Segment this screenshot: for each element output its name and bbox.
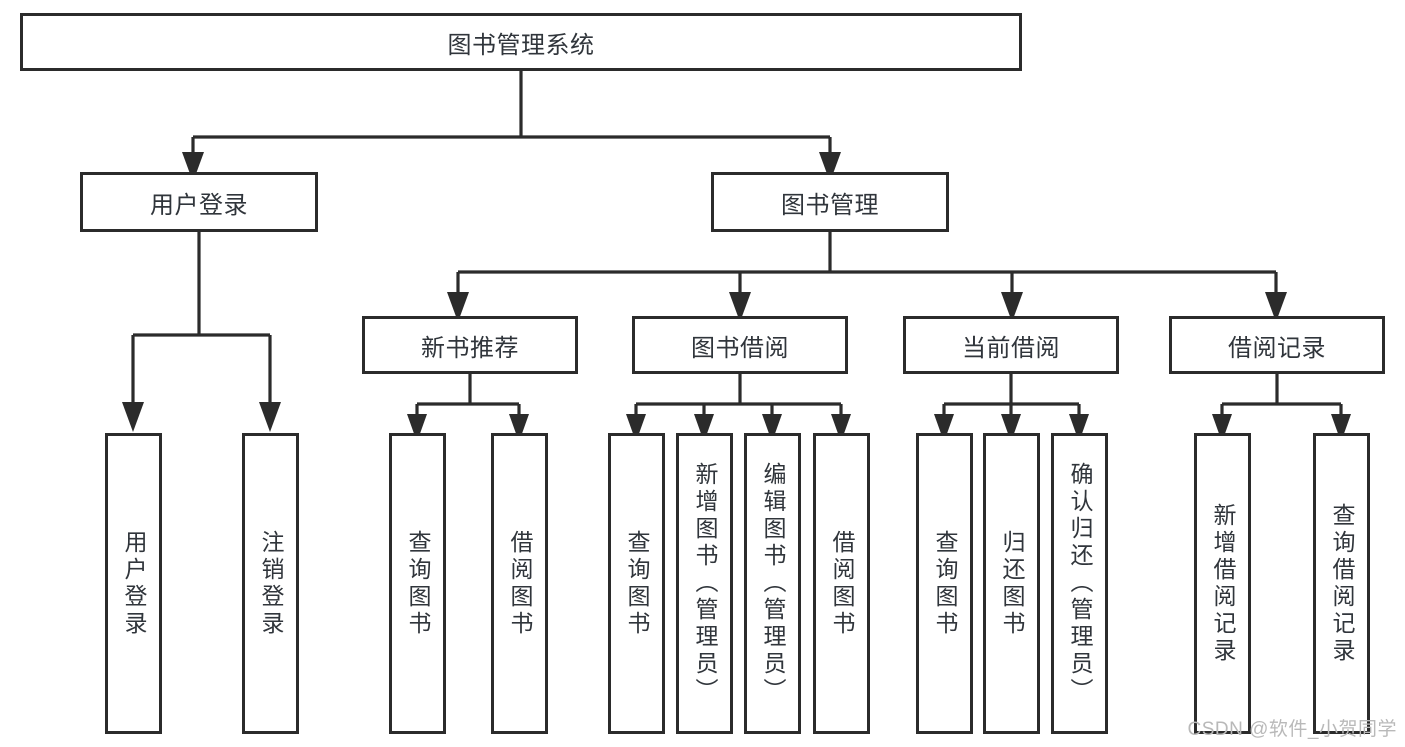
node-root-label: 图书管理系统 bbox=[447, 31, 595, 59]
node-user-login[interactable]: 用户登录 bbox=[80, 172, 318, 232]
node-leaf-query-record[interactable]: 查询借阅记录 bbox=[1313, 433, 1370, 734]
node-leaf-add-record[interactable]: 新增借阅记录 bbox=[1194, 433, 1251, 734]
node-book-manage-label: 图书管理 bbox=[781, 191, 879, 219]
node-book-manage[interactable]: 图书管理 bbox=[711, 172, 949, 232]
node-current-borrow-label: 当前借阅 bbox=[962, 334, 1060, 362]
node-root[interactable]: 图书管理系统 bbox=[20, 13, 1022, 71]
node-borrow-record-label: 借阅记录 bbox=[1228, 334, 1326, 362]
node-user-login-label: 用户登录 bbox=[150, 191, 248, 219]
node-new-book-recommend-label: 新书推荐 bbox=[421, 334, 519, 362]
node-leaf-user-logout-label: 注销登录 bbox=[258, 529, 284, 638]
node-book-borrow-label: 图书借阅 bbox=[691, 334, 789, 362]
node-leaf-query-book-3-label: 查询图书 bbox=[932, 529, 958, 638]
node-leaf-query-book-1[interactable]: 查询图书 bbox=[389, 433, 446, 734]
node-leaf-borrow-book-2[interactable]: 借阅图书 bbox=[813, 433, 870, 734]
node-leaf-return-book[interactable]: 归还图书 bbox=[983, 433, 1040, 734]
node-new-book-recommend[interactable]: 新书推荐 bbox=[362, 316, 578, 374]
node-leaf-user-login[interactable]: 用户登录 bbox=[105, 433, 162, 734]
node-leaf-user-logout[interactable]: 注销登录 bbox=[242, 433, 299, 734]
node-leaf-query-book-2-label: 查询图书 bbox=[624, 529, 650, 638]
node-leaf-borrow-book-2-label: 借阅图书 bbox=[829, 529, 855, 638]
node-leaf-query-book-2[interactable]: 查询图书 bbox=[608, 433, 665, 734]
node-leaf-confirm-return[interactable]: 确认归还（管理员） bbox=[1051, 433, 1108, 734]
node-leaf-return-book-label: 归还图书 bbox=[999, 529, 1025, 638]
node-leaf-user-login-label: 用户登录 bbox=[121, 529, 147, 638]
node-leaf-query-book-1-label: 查询图书 bbox=[405, 529, 431, 638]
node-current-borrow[interactable]: 当前借阅 bbox=[903, 316, 1119, 374]
node-leaf-query-book-3[interactable]: 查询图书 bbox=[916, 433, 973, 734]
node-leaf-edit-book[interactable]: 编辑图书（管理员） bbox=[744, 433, 801, 734]
node-leaf-edit-book-label: 编辑图书（管理员） bbox=[760, 462, 786, 705]
node-leaf-query-record-label: 查询借阅记录 bbox=[1329, 502, 1355, 665]
node-leaf-add-book-label: 新增图书（管理员） bbox=[692, 462, 718, 705]
node-book-borrow[interactable]: 图书借阅 bbox=[632, 316, 848, 374]
watermark-text: CSDN @软件_小贺同学 bbox=[1187, 719, 1397, 740]
node-leaf-confirm-return-label: 确认归还（管理员） bbox=[1067, 462, 1093, 705]
node-leaf-borrow-book-1-label: 借阅图书 bbox=[507, 529, 533, 638]
node-leaf-add-record-label: 新增借阅记录 bbox=[1210, 502, 1236, 665]
node-borrow-record[interactable]: 借阅记录 bbox=[1169, 316, 1385, 374]
node-leaf-add-book[interactable]: 新增图书（管理员） bbox=[676, 433, 733, 734]
node-leaf-borrow-book-1[interactable]: 借阅图书 bbox=[491, 433, 548, 734]
